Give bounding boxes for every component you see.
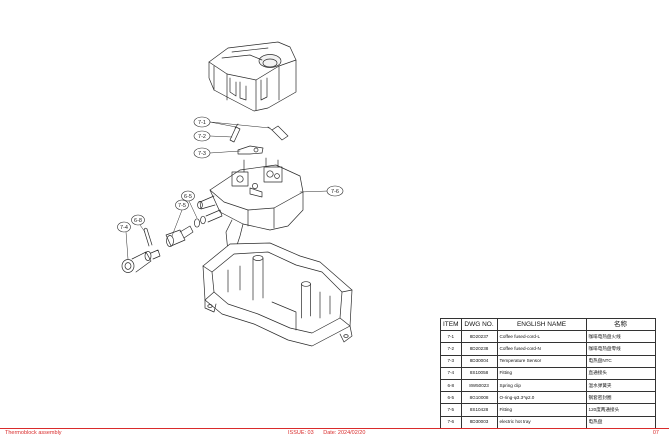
english-name-cell: Coffee fused-cord-L [496, 330, 587, 344]
english-name-cell: Spring clip [496, 378, 587, 393]
table-row: 6-5 8G10008 O-ring-φ3.3*φ2.0 钢套密封圈 [440, 391, 656, 405]
callout-7-4: 7-4 [117, 221, 131, 233]
callout-label: 6-5 [184, 194, 192, 200]
parts-table: ITEM DWG NO. ENGLISH NAME 名称 7-1 8D20237… [440, 317, 656, 429]
chinese-name-cell: 咖啡电热盘零线 [585, 342, 656, 356]
callout-7-3: 7-3 [193, 147, 211, 159]
table-row: 6-8 8W50023 Spring clip 温水弹簧夹 [440, 378, 656, 393]
dwg-cell: 8W50023 [460, 378, 498, 393]
english-name-cell: Fitting [496, 403, 587, 417]
document-title: Thermoblock assembly [5, 430, 62, 436]
dwg-cell: 8D30003 [460, 415, 498, 429]
item-cell: 7-3 [440, 354, 462, 368]
callout-7-5: 7-5 [175, 199, 189, 211]
issue-number: ISSUE: 03 [288, 430, 314, 436]
dwg-cell: 8S10058 [460, 366, 498, 380]
chinese-name-cell: 钢套密封圈 [585, 391, 656, 405]
fused-cord-n [267, 125, 289, 141]
spring-clip-6-8 [143, 227, 153, 247]
callout-label: 7-1 [198, 120, 206, 126]
table-row: 7-3 8D30004 Temperature Sensor 电热盘NTC [440, 354, 656, 368]
page-number: 07 [652, 430, 659, 436]
item-cell: 7-1 [440, 330, 462, 344]
issue-date-block: ISSUE: 03 Date: 2024/02/20 [288, 430, 373, 436]
table-row: 7-6 8D30003 electric hot tray 电热盘 [440, 415, 656, 429]
dwg-cell: 8D20237 [460, 330, 498, 344]
callout-6-8: 6-8 [131, 214, 145, 226]
callout-balloons: 7-1 7-2 7-3 7-6 6-5 7-5 6-8 7-4 [117, 116, 344, 233]
callout-label: 7-3 [198, 151, 206, 157]
callout-7-1: 7-1 [193, 116, 211, 128]
callout-7-6: 7-6 [326, 185, 344, 197]
electric-hot-tray [197, 157, 304, 256]
chinese-name-cell: 电热盘 [585, 415, 656, 429]
leader-lines [125, 121, 329, 260]
issue-date: Date: 2024/02/20 [323, 430, 366, 436]
chinese-name-cell: 120度两通接头 [585, 403, 656, 417]
header-dwg-no: DWG NO. [460, 317, 498, 332]
dwg-cell: 8S10428 [460, 403, 498, 417]
temperature-sensor [237, 145, 264, 155]
dwg-cell: 8D30004 [460, 354, 498, 368]
dwg-cell: 8D20238 [460, 342, 498, 356]
footer-divider [0, 428, 669, 429]
item-cell: 7-6 [440, 415, 462, 429]
callout-label: 7-5 [178, 203, 186, 209]
fitting-7-5 [165, 225, 194, 247]
callout-label: 7-2 [198, 134, 206, 140]
item-cell: 6-8 [440, 378, 462, 393]
english-name-cell: O-ring-φ3.3*φ2.0 [496, 391, 587, 405]
callout-label: 7-4 [120, 225, 128, 231]
table-row: 7-5 8S10428 Fitting 120度两通接头 [440, 403, 656, 417]
callout-6-5: 6-5 [181, 190, 195, 202]
english-name-cell: Fitting [496, 366, 587, 380]
fitting-7-4 [121, 249, 161, 273]
o-ring-6-5 [194, 209, 223, 228]
header-english-name: ENGLISH NAME [496, 317, 587, 332]
callout-7-2: 7-2 [193, 130, 211, 142]
header-chinese-name: 名称 [585, 317, 656, 332]
callout-label: 6-8 [134, 218, 142, 224]
chinese-name-cell: 温水弹簧夹 [585, 378, 656, 393]
chinese-name-cell: 咖啡电热盘火线 [585, 330, 656, 344]
top-cover [208, 41, 297, 112]
item-cell: 7-4 [440, 366, 462, 380]
chinese-name-cell: 直通接头 [585, 366, 656, 380]
item-cell: 7-5 [440, 403, 462, 417]
table-row: 7-4 8S10058 Fitting 直通接头 [440, 366, 656, 380]
item-cell: 6-5 [440, 391, 462, 405]
table-row: 7-1 8D20237 Coffee fused-cord-L 咖啡电热盘火线 [440, 330, 656, 344]
bottom-housing [202, 242, 353, 347]
callout-label: 7-6 [331, 189, 339, 195]
english-name-cell: Temperature Sensor [496, 354, 587, 368]
table-row: 7-2 8D20238 Coffee fused-cord-N 咖啡电热盘零线 [440, 342, 656, 356]
chinese-name-cell: 电热盘NTC [585, 354, 656, 368]
english-name-cell: Coffee fused-cord-N [496, 342, 587, 356]
english-name-cell: electric hot tray [496, 415, 587, 429]
header-item: ITEM [440, 317, 462, 332]
parts-table-header: ITEM DWG NO. ENGLISH NAME 名称 [440, 317, 656, 332]
dwg-cell: 8G10008 [460, 391, 498, 405]
item-cell: 7-2 [440, 342, 462, 356]
